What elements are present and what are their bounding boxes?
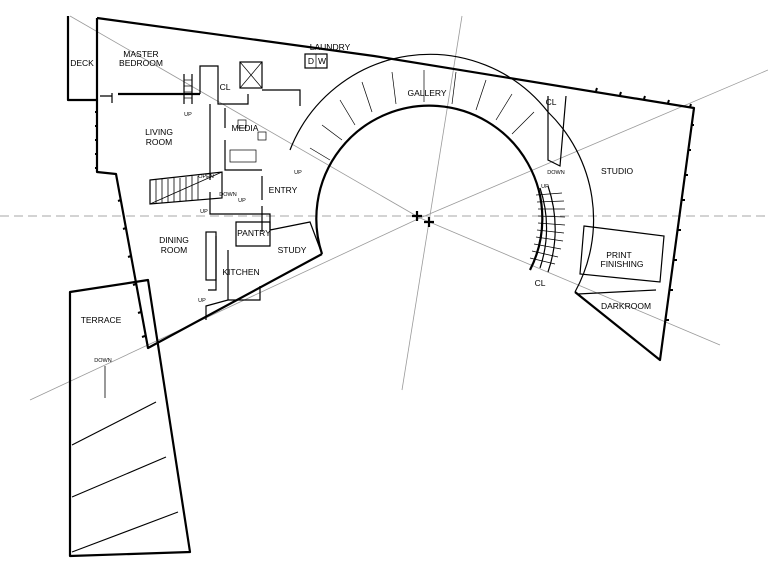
label-cl-bedroom: CL [220,82,231,92]
studio-rooms [547,95,665,295]
label-gallery: GALLERY [407,88,446,98]
dining-partition [208,236,217,291]
reference-lines [0,15,768,401]
study-wall [269,221,323,255]
radial-axis-line [419,217,721,346]
annotation-up-dining: UP [198,298,206,304]
closet-box [239,61,263,89]
media-chair [257,131,267,141]
deck-wall [66,16,99,102]
label-living-1: LIVING [145,127,173,137]
label-terrace: TERRACE [81,315,122,325]
living-stair [149,74,223,205]
north-east-wall [96,16,696,362]
gallery-dividers [309,70,535,161]
gallery-outer-wall-east [547,111,595,293]
radial-axis-line [419,69,768,219]
label-entry: ENTRY [269,185,298,195]
label-print-2: FINISHING [601,259,644,269]
gallery-ring [289,53,595,293]
pantry-box [235,221,271,247]
media-partition [224,108,262,171]
label-cl-gallery: CL [546,97,557,107]
media-table [229,149,257,163]
darkroom-wall [577,289,657,295]
terrace-outline [68,278,192,558]
gallery-outer-wall [289,53,549,151]
gallery-inner-wall [315,104,544,271]
window-ticks [95,87,694,338]
annotation-down-gallery: DOWN [547,170,564,176]
label-kitchen: KITCHEN [222,267,259,277]
closet-wall [199,65,249,105]
terrace [68,278,192,558]
label-dining-1: DINING [159,235,189,245]
annotation-up-stair: UP [541,184,549,190]
radial-axis-line [69,15,421,219]
label-studio: STUDIO [601,166,634,176]
radial-axis-line [29,217,421,401]
annotation-down-terrace: DOWN [94,358,111,364]
room-labels: DECK MASTER BEDROOM LAUNDRY D W CL MEDIA… [70,42,651,325]
label-washer: W [318,56,326,66]
print-finishing-room [579,225,665,283]
closet-cross [239,61,263,89]
label-dryer: D [308,56,314,66]
interior-walls [199,53,328,320]
annotation-up-entry: UP [238,198,246,204]
label-deck: DECK [70,58,94,68]
stair-annotations: UP OPEN DOWN UP UP UP UP DOWN UP DOWN [94,112,564,364]
east-stair [529,185,566,273]
label-master-bedroom-1: MASTER [123,49,158,59]
label-media: MEDIA [232,123,259,133]
annotation-up-bedroom: UP [184,112,192,118]
bedroom-stair [183,74,193,104]
stair-edge [547,185,556,273]
label-pantry: PANTRY [237,228,271,238]
radial-axis-line [401,15,463,391]
label-dining-2: ROOM [161,245,187,255]
center-cross [412,211,422,221]
annotation-up-living: UP [200,209,208,215]
annotation-up-gallery: UP [294,170,302,176]
label-darkroom: DARKROOM [601,301,651,311]
label-print-1: PRINT [606,250,632,260]
label-cl-studio: CL [535,278,546,288]
bedroom-partition [100,93,113,103]
center-cross [424,217,434,227]
label-study: STUDY [278,245,307,255]
dining-counter [205,231,217,281]
gallery-closet [547,95,567,167]
center-markers [412,211,434,227]
kitchen-wall [205,250,261,320]
stair-outline [149,171,223,205]
laundry-wall [262,89,301,106]
annotation-down-living: DOWN [219,192,236,198]
annotation-open: OPEN [198,174,214,180]
media-chair [237,119,247,129]
label-master-bedroom-2: BEDROOM [119,58,163,68]
label-laundry: LAUNDRY [310,42,351,52]
label-living-2: ROOM [146,137,172,147]
